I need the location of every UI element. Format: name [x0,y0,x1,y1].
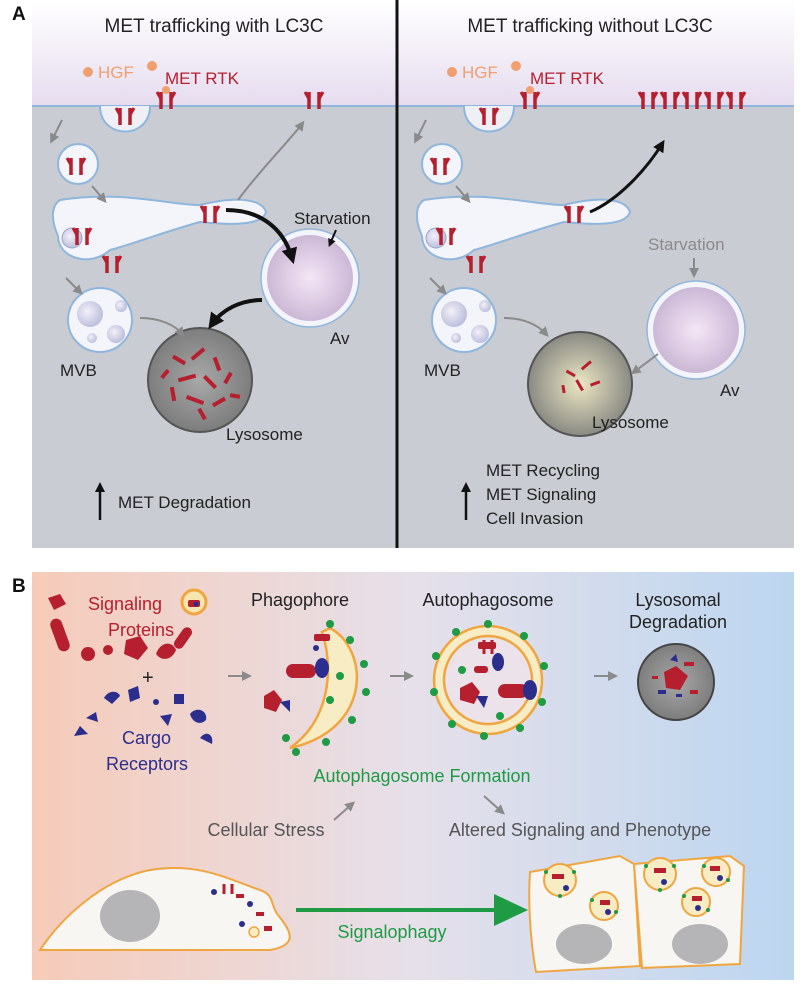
sorting-endosome [52,195,268,261]
right-outcome-invasion: Cell Invasion [486,509,583,528]
autophagic-vacuole [647,281,745,379]
transformed-cells [528,854,746,974]
right-outcome-signaling: MET Signaling [486,485,596,504]
left-outcome: MET Degradation [118,493,251,512]
intraluminal-vesicle [451,333,461,343]
met-rtk-label: MET RTK [530,69,605,88]
signaling-proteins-shapes [48,594,193,661]
arrow [91,185,107,204]
arrow [455,185,471,204]
panel-b: B Signaling Proteins + [12,572,794,980]
recycling-arrow [237,120,305,201]
extracellular-space [32,0,794,106]
degraded-met-fragments [561,360,601,394]
hgf-label: HGF [462,63,498,82]
phagophore-label: Phagophore [251,590,349,610]
lysosome [147,327,253,433]
recycling-arrow [589,139,665,214]
left-title: MET trafficking with LC3C [105,16,324,37]
panel-b-letter: B [12,576,26,597]
to-autophagy-arrow [225,208,298,265]
degraded-met-fragments [160,347,241,421]
degradative-lysosome [637,643,715,721]
mvb-label: MVB [424,361,461,380]
panel-a: A MET trafficking with LC3C MET traffick… [12,0,794,548]
panel-a-letter: A [12,4,26,25]
signaling-arrow [483,795,505,815]
membrane-invagination [99,105,151,133]
intraluminal-vesicle [441,301,467,327]
phagophore [264,620,370,756]
autophagosome [430,620,548,740]
intraluminal-vesicle [425,227,447,249]
cargo-receptors-label-2: Receptors [106,754,188,774]
intraluminal-vesicle [61,227,83,249]
mvb-label: MVB [60,361,97,380]
left-cell: HGF MET RTK MVB Av Starvation [50,61,371,520]
stress-arrow [333,801,355,821]
arrow [65,277,83,295]
signaling-proteins-label-2: Proteins [108,620,174,640]
autophagosome-formation-label: Autophagosome Formation [313,766,530,786]
starvation-label: Starvation [648,235,725,254]
signalophagy-arrow-head [494,894,528,926]
lysosome-label: Lysosome [226,425,303,444]
signaling-proteins-label-1: Signaling [88,594,162,614]
lysosomal-label-2: Degradation [629,612,727,632]
hgf-ligand [447,67,457,77]
intraluminal-vesicle [479,300,491,312]
altered-signaling-label: Altered Signaling and Phenotype [449,820,711,840]
autophagic-vacuole-outline [646,280,746,380]
intraluminal-vesicle [87,333,97,343]
mvb-to-lysosome-arrow [503,317,549,337]
intraluminal-vesicle [77,301,103,327]
av-to-lysosome-arrow [630,353,659,375]
hgf-ligand [162,86,170,94]
early-endosome [421,143,463,185]
early-endosome [57,143,99,185]
right-title: MET trafficking without LC3C [467,16,712,37]
av-label: Av [330,329,350,348]
endocytosis-arrow [50,119,63,144]
endocytosis-arrow [414,119,427,144]
intraluminal-vesicle [107,325,125,343]
autophagosome-label: Autophagosome [422,590,553,610]
membrane-invagination [463,105,515,133]
hgf-ligand [83,67,93,77]
cellular-stress-label: Cellular Stress [207,820,324,840]
plus-sign: + [142,667,154,689]
sorting-endosome [416,195,632,261]
signalophagy-label: Signalophagy [337,922,446,942]
starvation-label: Starvation [294,209,371,228]
autophagic-vacuole [261,229,359,327]
intraluminal-vesicle [115,300,127,312]
lysosomal-label-1: Lysosomal [635,590,720,610]
cargo-receptors-label-1: Cargo [122,728,171,748]
hgf-label: HGF [98,63,134,82]
av-to-lysosome-arrow [208,298,263,330]
mvb-to-lysosome-arrow [139,317,185,338]
met-rtk-label: MET RTK [165,69,240,88]
hgf-ligand [147,61,157,71]
signaling-complex-icon [180,588,208,616]
autophagic-vacuole-outline [260,228,360,328]
arrow [429,277,447,295]
hgf-ligand [526,86,534,94]
hgf-ligand [511,61,521,71]
av-label: Av [720,381,740,400]
cargo-receptors-shapes [74,686,213,744]
right-cell: HGF MET RTK M [414,61,747,528]
lysosome-label: Lysosome [592,413,669,432]
starvation-arrow [328,229,337,247]
right-outcome-recycling: MET Recycling [486,461,600,480]
migratory-cell [38,867,291,951]
intraluminal-vesicle [471,325,489,343]
